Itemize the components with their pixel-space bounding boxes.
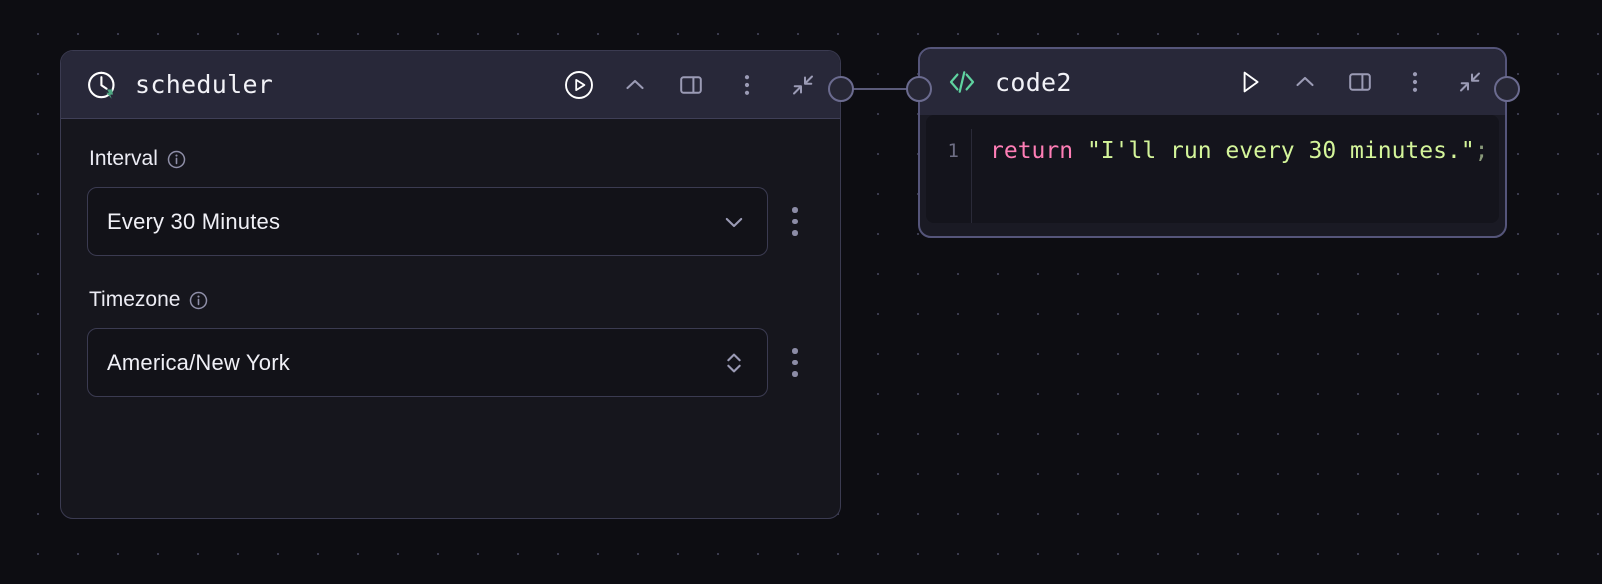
three-dots-vertical-icon (792, 359, 798, 366)
interval-field-row: Every 30 Minutes (87, 187, 814, 256)
code-content[interactable]: return "I'll run every 30 minutes."; (972, 129, 1489, 223)
timezone-value: America/New York (107, 349, 290, 375)
code-token-punctuation: ; (1474, 138, 1489, 164)
timezone-label: Timezone (89, 288, 181, 311)
info-circle-icon[interactable] (189, 291, 208, 310)
chevron-down-icon[interactable] (721, 209, 747, 235)
code-brackets-icon (945, 65, 979, 99)
play-triangle-icon[interactable] (1235, 67, 1265, 97)
interval-value: Every 30 Minutes (107, 208, 281, 234)
arrows-collapse-icon[interactable] (788, 70, 818, 100)
three-dots-vertical-icon (792, 218, 798, 225)
node-code2[interactable]: code2 (918, 47, 1507, 238)
info-circle-icon[interactable] (167, 150, 186, 169)
chevron-up-icon[interactable] (1290, 67, 1320, 97)
timezone-label-row: Timezone (87, 288, 814, 312)
interval-more-options-button[interactable] (776, 197, 814, 247)
three-dots-vertical-icon[interactable] (732, 70, 762, 100)
three-dots-vertical-icon (792, 207, 798, 213)
code-editor[interactable]: 1 return "I'll run every 30 minutes."; (926, 115, 1499, 223)
code2-node-title: code2 (995, 67, 1072, 97)
scheduler-node-header[interactable]: scheduler (61, 51, 840, 119)
field-timezone: Timezone America/New York (87, 288, 814, 397)
arrows-collapse-icon[interactable] (1455, 67, 1485, 97)
interval-dropdown[interactable]: Every 30 Minutes (87, 187, 768, 256)
timezone-field-row: America/New York (87, 328, 814, 397)
code-line-number: 1 (926, 129, 972, 223)
split-panel-icon[interactable] (1345, 67, 1375, 97)
play-circle-icon[interactable] (564, 70, 594, 100)
field-interval: Interval Every 30 Minutes (87, 147, 814, 256)
code2-output-port[interactable] (1494, 76, 1520, 102)
code2-header-actions (1235, 67, 1485, 97)
code-token-string: "I'll run every 30 minutes." (1073, 138, 1475, 164)
chevron-up-icon[interactable] (620, 70, 650, 100)
scheduler-header-actions (564, 70, 818, 100)
code-token-keyword: return (990, 138, 1074, 164)
split-panel-icon[interactable] (676, 70, 706, 100)
three-dots-vertical-icon (792, 230, 798, 236)
connection-edge-scheduler-to-code2 (852, 88, 908, 90)
scheduler-node-body: Interval Every 30 Minutes (61, 119, 840, 397)
clock-lightning-icon (85, 68, 119, 102)
timezone-combobox[interactable]: America/New York (87, 328, 768, 397)
scheduler-output-port[interactable] (828, 76, 854, 102)
node-scheduler[interactable]: scheduler (60, 50, 841, 519)
three-dots-vertical-icon[interactable] (1400, 67, 1430, 97)
chevron-up-down-icon[interactable] (721, 348, 747, 378)
three-dots-vertical-icon (792, 348, 798, 354)
code2-node-header[interactable]: code2 (920, 49, 1505, 115)
three-dots-vertical-icon (792, 371, 798, 377)
timezone-more-options-button[interactable] (776, 338, 814, 388)
scheduler-node-title: scheduler (135, 70, 274, 99)
code2-input-port[interactable] (906, 76, 932, 102)
interval-label-row: Interval (87, 147, 814, 171)
interval-label: Interval (89, 147, 158, 170)
